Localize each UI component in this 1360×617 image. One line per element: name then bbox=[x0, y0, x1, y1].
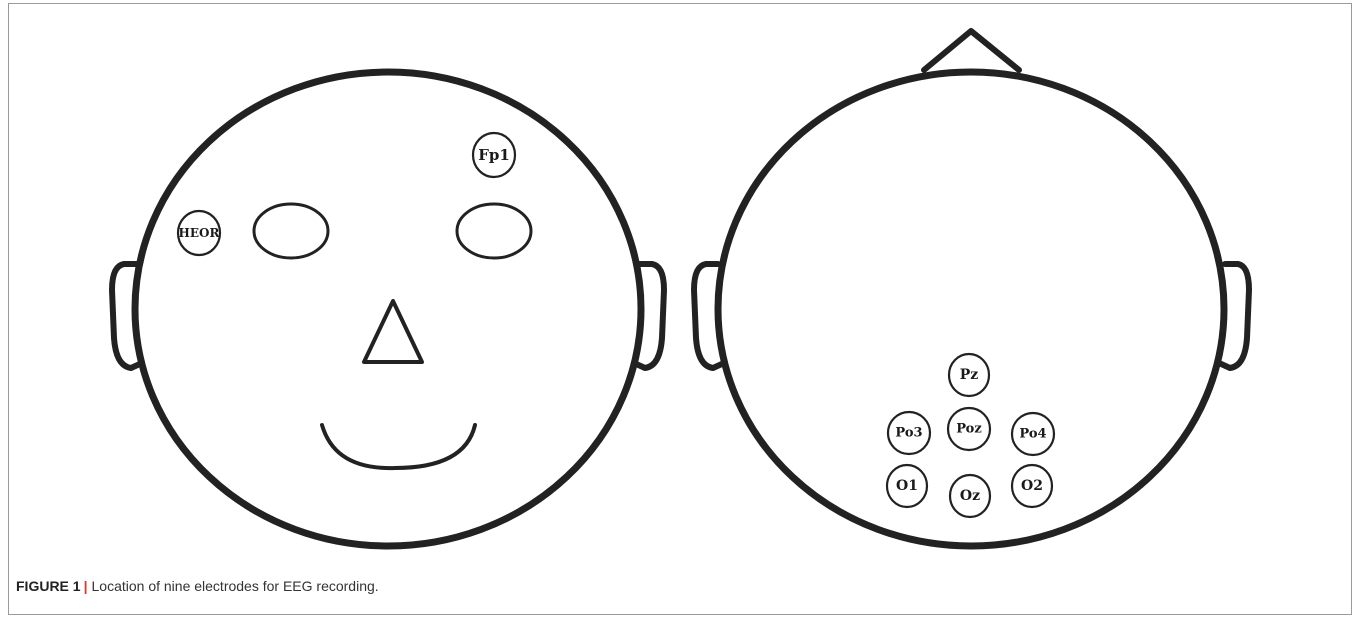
caption-text: Location of nine electrodes for EEG reco… bbox=[92, 578, 379, 594]
caption-separator: | bbox=[84, 578, 88, 594]
electrode-fp1-label: Fp1 bbox=[478, 146, 510, 164]
front-head bbox=[112, 72, 664, 546]
back-head bbox=[694, 31, 1249, 546]
nose-marker-icon bbox=[924, 31, 1019, 70]
electrode-poz-label: Poz bbox=[956, 422, 981, 437]
electrode-heor-label: HEOR bbox=[179, 226, 221, 240]
electrode-o2-label: O2 bbox=[1021, 478, 1043, 494]
electrode-po3-label: Po3 bbox=[895, 426, 922, 441]
right-eye bbox=[457, 204, 531, 258]
electrode-pz-label: Pz bbox=[960, 367, 979, 383]
nose bbox=[364, 301, 422, 362]
mouth bbox=[322, 425, 475, 468]
figure-caption: FIGURE 1|Location of nine electrodes for… bbox=[16, 578, 1216, 594]
electrode-po4-label: Po4 bbox=[1019, 427, 1046, 442]
electrode-oz-label: Oz bbox=[960, 488, 980, 504]
figure-label: FIGURE 1 bbox=[16, 578, 81, 594]
left-eye bbox=[254, 204, 328, 258]
electrode-o1-label: O1 bbox=[896, 478, 918, 494]
